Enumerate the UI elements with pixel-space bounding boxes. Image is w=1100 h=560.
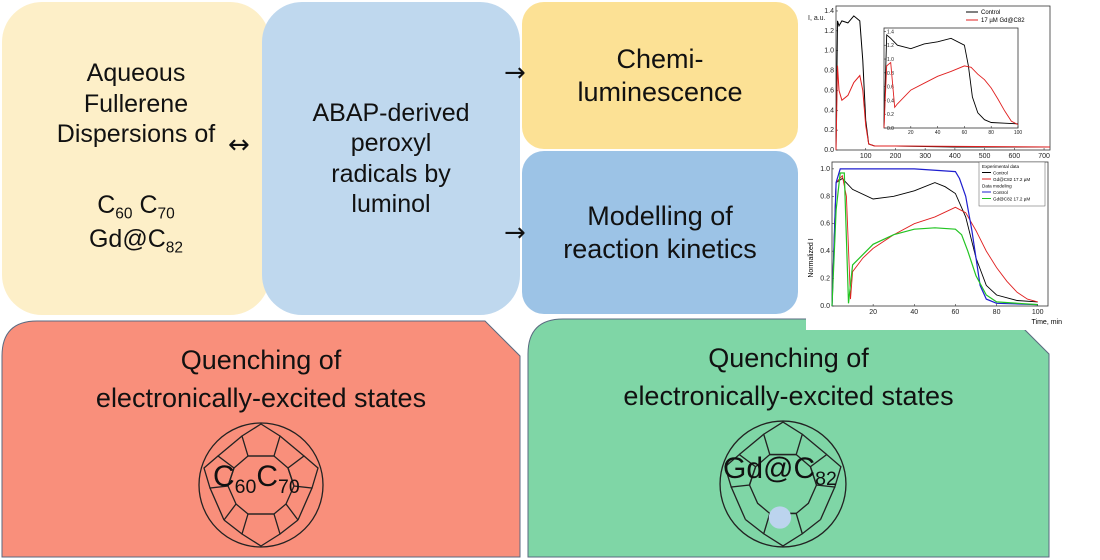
bottom-chart-ytick-label: 1.0 <box>820 166 830 173</box>
legend-model-gd-label: Gd@C82 17.2 µM <box>993 197 1030 202</box>
inset-control-line <box>883 33 1019 129</box>
inset-bg <box>884 28 1018 128</box>
inset-ytick-label: 1.2 <box>887 43 894 49</box>
top-chart-ytick-label: 1.4 <box>824 8 834 15</box>
arrow-to-modelling: → <box>504 218 526 248</box>
top-chart-ytick-label: 0.6 <box>824 87 834 94</box>
inset-ytick-label: 0.2 <box>887 112 894 118</box>
c60-c70-label: C60C70 <box>213 460 300 498</box>
aqueous-line-3: Dispersions of <box>56 120 216 149</box>
model-line-1: Modelling of <box>587 200 733 231</box>
abap-line-2: peroxyl <box>350 129 432 157</box>
inset-xtick-label: 40 <box>935 130 941 136</box>
quench-red-line-1: Quenching of <box>180 345 342 375</box>
legend-group-modeling-label: Data modeling <box>982 184 1012 189</box>
c60-label: C <box>97 190 116 219</box>
model-gd-line <box>831 172 1038 307</box>
legend-exp-control-label: Control <box>993 171 1008 176</box>
bottom-chart-xtick-label: 20 <box>869 309 877 316</box>
gd-c82-label: Gd@C82 <box>723 452 837 490</box>
abap-radicals-box: ABAP-derived peroxyl radicals by luminol <box>262 2 520 315</box>
arrow-to-chemiluminescence: → <box>504 58 526 88</box>
c70-label: C <box>139 190 158 219</box>
quenching-c60-c70-box: Quenching of electronically-excited stat… <box>1 320 521 558</box>
top-chart-ytick-label: 1.0 <box>824 48 834 55</box>
exp-gd-line <box>831 174 1038 307</box>
chemiluminescence-box: Chemi- luminescence <box>522 2 798 149</box>
aqueous-line-1: Aqueous <box>86 59 186 88</box>
inset-ytick-label: 0.0 <box>887 126 894 132</box>
bottom-chart-ytick-label: 0.8 <box>820 193 830 200</box>
series-gd-line <box>835 65 1051 151</box>
legend-gd-label: 17 µM Gd@C82 <box>981 18 1025 24</box>
quench-red-line-2: electronically-excited states <box>95 382 427 413</box>
bottom-chart-ytick-label: 0.6 <box>820 221 830 228</box>
inset-ytick-label: 0.8 <box>887 71 894 77</box>
legend-control-label: Control <box>981 10 1000 16</box>
bidirectional-arrow: ↔ <box>228 130 250 160</box>
top-chart-xtick-label: 400 <box>949 153 961 160</box>
abap-line-4: luminol <box>351 190 431 218</box>
inset-xtick-label: 20 <box>908 130 914 136</box>
fullerene-cage-icon <box>198 422 324 548</box>
bottom-chart-xlabel: Time, min <box>1032 319 1063 326</box>
inset-xtick-label: 60 <box>962 130 968 136</box>
legend-model-control-label: Control <box>993 190 1008 195</box>
top-chart-ytick-label: 0.4 <box>824 107 834 114</box>
top-chart-xtick-label: 700 <box>1038 153 1050 160</box>
bottom-chart-frame <box>831 161 1049 307</box>
abap-line-1: ABAP-derived <box>312 98 470 127</box>
quench-green-line-2: electronically-excited states <box>623 380 954 411</box>
kinetics-modelling-box: Modelling of reaction kinetics <box>522 151 798 314</box>
bottom-chart-xtick-label: 80 <box>993 309 1001 316</box>
bottom-chart-xtick-label: 100 <box>1032 309 1044 316</box>
inset-xtick-label: 100 <box>1014 130 1023 136</box>
abap-line-3: radicals by <box>331 159 451 188</box>
inset-xtick-label: 80 <box>988 130 994 136</box>
aqueous-line-2: Fullerene <box>83 89 189 118</box>
model-line-2: reaction kinetics <box>563 233 757 264</box>
inset-gd-line <box>883 61 1019 129</box>
top-chart-ytick-label: 1.2 <box>824 28 834 35</box>
bottom-chart-xtick-label: 40 <box>910 309 918 316</box>
model-control-line <box>831 168 1038 307</box>
bottom-chart-xtick-label: 60 <box>952 309 960 316</box>
top-chart-xtick-label: 100 <box>860 153 872 160</box>
bottom-chart-ytick-label: 0.0 <box>820 303 830 310</box>
bottom-chart-ytick-label: 0.4 <box>820 248 830 255</box>
fullerene-list: C60 C70 <box>97 190 175 223</box>
exp-control-line <box>831 177 1038 307</box>
inset-ytick-label: 0.4 <box>887 98 894 104</box>
quench-green-line-1: Quenching of <box>708 343 869 373</box>
top-chart-xtick-label: 300 <box>919 153 931 160</box>
fullerene-dispersions-box: Aqueous Fullerene Dispersions of C60 C70… <box>2 2 270 315</box>
inset-ytick-label: 1.4 <box>887 29 894 35</box>
top-chart-ytick-label: 0.2 <box>824 127 834 134</box>
chemiluminescence-chart: 100 200 300 400 500 600 700 0.0 0.2 0.4 0.6 0.8 1.0 1… <box>806 2 1054 162</box>
top-chart-xtick-label: 600 <box>1008 153 1020 160</box>
legend-group-experimental-label: Experimental data <box>982 164 1019 169</box>
top-chart-ytick-label: 0.8 <box>824 68 834 75</box>
top-chart-ylabel: I, a.u. <box>808 15 826 22</box>
top-chart-xtick-label: 500 <box>979 153 991 160</box>
inset-frame <box>883 27 1019 129</box>
top-chart-frame <box>835 5 1051 151</box>
chemi-line-1: Chemi- <box>616 43 704 74</box>
metallofullerene-cage-icon <box>719 420 847 548</box>
inset-ytick-label: 1.0 <box>887 57 894 63</box>
quenching-gd-box: Quenching of electronically-excited stat… <box>527 318 1050 558</box>
bottom-chart-ylabel: Normalized I <box>808 238 815 277</box>
gd-metallofullerene-label: Gd@C82 <box>88 225 184 257</box>
bottom-chart-ytick-label: 0.2 <box>820 276 830 283</box>
top-chart-ytick-label: 0.0 <box>824 147 834 154</box>
top-chart-xtick-label: 200 <box>890 153 902 160</box>
inset-ytick-label: 0.6 <box>887 85 894 91</box>
legend-exp-gd-label: Gd@C82 17.2 µM <box>993 177 1030 182</box>
chemi-line-2: luminescence <box>577 76 743 107</box>
